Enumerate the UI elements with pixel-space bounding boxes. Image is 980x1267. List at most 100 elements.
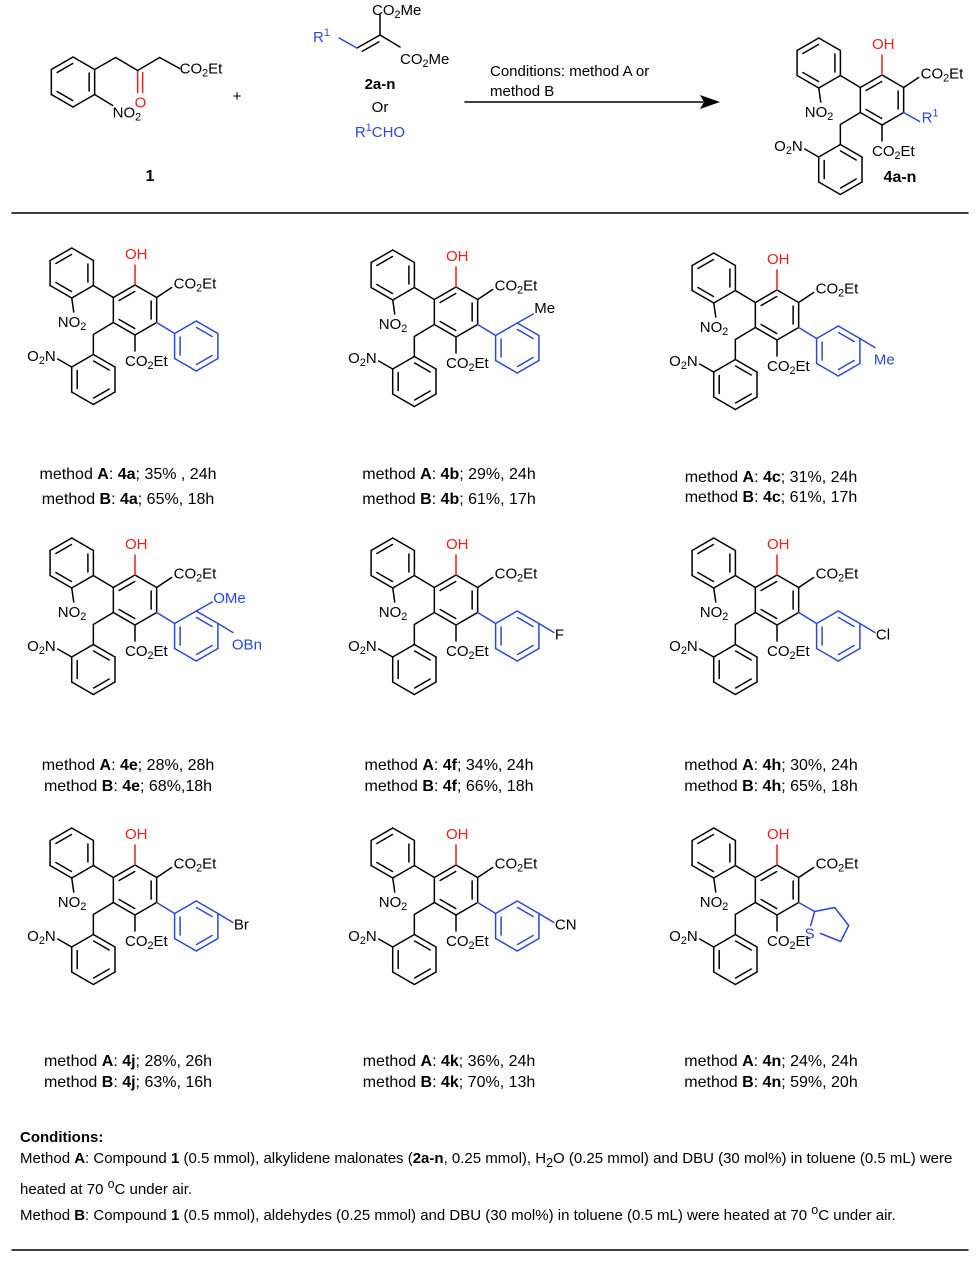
double-bond [92,388,110,399]
conditions-block: Conditions: Method A: Compound 1 (0.5 mm… [20,1127,955,1226]
ring-bond [391,286,416,301]
ring-bond [70,391,95,406]
ring-bond [815,362,840,377]
method-word: method [362,466,421,483]
method-letter: A [742,469,755,486]
method-word: method [684,469,743,486]
compound-number: 4e [119,757,138,774]
double-bond [195,616,213,628]
ring-bond [134,321,158,336]
method-letter: B [101,1074,114,1091]
nitro-label: NO2​ [58,314,87,333]
method-word: method [41,491,100,508]
methylene-bond [413,323,436,338]
ring-bond [817,74,842,89]
double-bond [802,71,820,83]
colon: : [432,1053,441,1070]
ring-bond [70,284,95,299]
substituent-bond [476,901,497,915]
ring-bond [881,111,905,126]
ring-bond [173,320,198,335]
method-letter: A [422,757,434,774]
nitro-label: NO2​ [700,319,729,338]
compound-number: 4a [119,491,138,508]
double-bond [195,644,213,656]
nitro-bond [70,877,75,893]
nitro-bond [377,648,394,658]
caption-4b-a: method A: 4b; 29%, 24h [299,464,599,485]
double-bond [760,608,778,620]
ring-bond [516,900,540,915]
nitro-bond [377,938,394,948]
double-bond [516,934,534,946]
method-word: method [684,489,743,506]
ring-bond [754,611,778,626]
ring-bond [516,359,540,374]
double-bond [439,608,457,620]
caption-4j-a: method A: 4j; 28%, 26h [0,1051,278,1072]
sulfur-label: S [805,925,815,942]
oh-label: OH [872,36,895,53]
ring-bond [455,864,479,879]
double-bond [865,80,883,92]
double-bond [376,833,394,845]
ring-bond [516,647,540,662]
ring-bond [433,611,457,626]
ring-bond [70,574,95,589]
double-bond [413,390,431,401]
yield-time: ; 28%, 28h [137,757,215,774]
ester-label: CO2​Et [816,280,860,299]
ring-bond [712,537,737,552]
substituent-bond [538,622,555,634]
ring-bond [134,901,158,916]
double-bond [439,292,457,304]
method-letter: B [420,491,432,508]
methylene-bond [413,901,436,916]
ring-bond [817,37,842,52]
nitro-label: NO2​ [379,316,408,335]
ring-bond [391,827,416,842]
ester-bond [476,288,494,301]
ester-label: CO2​Et [816,855,860,874]
ester-label: CO2​Et [446,933,490,952]
ring-bond [391,643,416,658]
double-bond [837,331,855,343]
caption-4h-b: method B: 4h; 65%, 18h [621,776,921,797]
colon: : [433,778,443,795]
compound-number: 4k [440,1053,459,1070]
ring-bond [49,247,73,262]
method-letter: B [99,491,112,508]
compound-number: 4k [440,1074,459,1091]
double-bond [760,580,778,592]
aryl-bond [734,574,757,589]
ring-bond [776,326,800,341]
nitro-label: O2​N [27,638,56,657]
ring-bond [92,933,116,948]
r-bond [902,111,921,123]
aryl-bond [92,574,115,589]
double-bond [92,678,110,689]
yield-time: ; 36%, 24h [458,1053,536,1070]
methyl-label: Me [874,351,895,368]
nitro-bond [93,93,114,107]
method-letter: A [420,466,432,483]
nitro-label: NO2​ [700,894,729,913]
double-bond [802,43,820,55]
ring-bond [839,181,863,196]
compound-number: 4b [440,491,460,508]
nitro-bond [712,302,717,318]
nitro-bond [698,363,715,373]
ring-bond [49,864,73,879]
double-bond [55,861,73,873]
double-bond [697,258,715,270]
bond [158,56,181,70]
yield-time: ; 29%, 24h [459,466,536,483]
yield-time: ; 24%, 24h [781,1053,858,1070]
ring-bond [370,249,394,264]
substituent-bond [797,901,816,913]
double-bond [55,253,73,265]
ester-label: CO2​Et [767,933,811,952]
ester-bond [797,866,815,879]
ring-bond [712,643,737,658]
